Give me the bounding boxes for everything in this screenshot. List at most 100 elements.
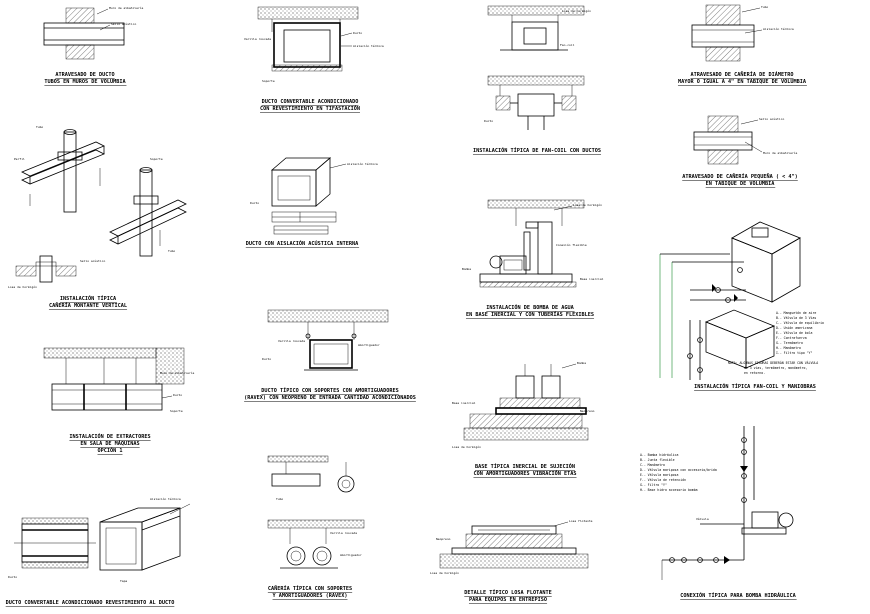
d9-note-2: en retorno. (744, 371, 765, 375)
d2-label-varilla: Varilla roscada (244, 37, 271, 41)
d3-caption-1: INSTALACIÓN TÍPICA DE FAN-COIL CON DUCTO… (473, 146, 601, 154)
detail-pump-connection: Válvula A.- Bomba hidráulica B.- Junta f… (640, 426, 797, 600)
d6-label-aislacion: Aislación térmica (347, 162, 378, 166)
detail-small-pipe-wall-crossing: Sello acústico Muro de albañilería ATRAV… (682, 115, 798, 188)
d10-label-varilla: Varilla roscada (278, 339, 305, 343)
d4-label-tubo: Tubo (761, 5, 768, 9)
d13-label-amortiguador: Amortiguador (340, 553, 362, 557)
d13-caption-1: CAÑERÍA TÍPICA CON SOPORTES (268, 584, 352, 592)
d7-label-perfil: Perfil (14, 157, 25, 161)
d13-label-varilla: Varilla roscada (330, 531, 357, 535)
d1-label-sello: Sello acústico (111, 22, 136, 26)
d10-caption-2: (RAVEX) CON NEOPRENO DE ENTRADA CANTIDAD… (244, 395, 416, 401)
d5-caption-2: EN TABIQUE DE VOLUMBIA (706, 181, 776, 187)
d7-label-tubo-2: Tubo (168, 249, 175, 253)
d9-legend-3: D.- Unión americana (776, 326, 813, 330)
detail-extractors-machine-room: Ducto Muro de albañilería Soporte INSTAL… (43, 347, 195, 455)
d6-caption-1: DUCTO CON AISLACIÓN ACÚSTICA INTERNA (246, 240, 359, 247)
d9-legend-2: C.- Válvula de equilibrio (776, 321, 824, 325)
d8-label-bomba: Bomba (462, 267, 471, 271)
d9-note-1: de 3 vías, termómetro, manómetro, (744, 366, 807, 370)
d10-label-amortiguador: Amortiguador (358, 343, 380, 347)
d11-caption-3: OPCIÓN 1 (98, 447, 123, 454)
d4-caption-1: ATRAVESADO DE CAÑERÍA DE DIÁMETRO (690, 70, 793, 78)
d12-label-losa: Losa de hormigón (452, 445, 481, 449)
d12-caption-1: BASE TÍPICA INERCIAL DE SUJECIÓN (475, 462, 575, 470)
d12-label-neopreno: Neopreno (580, 409, 595, 413)
d11-label-soporte: Soporte (170, 409, 183, 413)
d14-caption-2: PARA EQUIPOS EN ENTREPISO (469, 597, 547, 603)
detail-duct-external-lining: Aislación térmica Ducto Tapa DUCTO CONVE… (5, 497, 191, 607)
d9-legend-1: B.- Válvula de 3 Vías (776, 316, 816, 320)
detail-fancoil-valves: A.- Manguetón de aire B.- Válvula de 3 V… (659, 221, 824, 391)
d12-label-bomba: Bomba (577, 361, 586, 365)
detail-vertical-riser: Tubo Soporte Perfil Tubo Sello acústico … (8, 125, 187, 310)
d7-label-losa: Losa de hormigón (8, 285, 37, 289)
d5-caption-1: ATRAVESADO DE CAÑERÍA PEQUEÑA ( < 4") (682, 172, 798, 180)
d15-legend-3: D.- Válvula mariposa con accesorio/brida (640, 468, 717, 472)
d15-legend-0: A.- Bomba hidráulica (640, 453, 678, 457)
d10-label-ducto: Ducto (262, 357, 271, 361)
d7-label-tubo: Tubo (36, 125, 43, 129)
d9-legend-8: I.- Filtro tipo "Y" (776, 351, 813, 355)
d11-caption-2: EN SALA DE MÁQUINAS (80, 440, 139, 447)
d8-caption-1: INSTALACIÓN DE BOMBA DE AGUA (486, 304, 574, 311)
d7-label-sello: Sello acústico (80, 259, 105, 263)
d4-label-aislacion: Aislación térmica (763, 27, 794, 31)
d16-label-aislacion: Aislación térmica (150, 497, 181, 501)
d12-caption-2: CON AMORTIGUADORES VIBRACIÓN ETAS (473, 470, 576, 477)
d14-label-losa: Losa de hormigón (430, 571, 459, 575)
d15-legend-6: G.- Filtro "Y" (640, 483, 667, 487)
d13-label-tubo: Tubo (276, 497, 283, 501)
d8-label-base: Base inercial (580, 277, 604, 281)
detail-large-pipe-wall-crossing: Tubo Aislación térmica ATRAVESADO DE CAÑ… (677, 4, 807, 86)
d2-label-soporte: Soporte (262, 79, 275, 83)
d8-label-losa: Losa de hormigón (573, 203, 602, 207)
d1-label-muro: Muro de albañilería (109, 6, 144, 10)
d14-caption-1: DETALLE TÍPICO LOSA FLOTANTE (464, 588, 551, 596)
detail-duct-supports-dampers: Varilla roscada Amortiguador Ducto DUCTO… (244, 309, 416, 402)
detail-inertia-base-support: Bomba Neopreno Base inercial Losa de hor… (452, 361, 595, 478)
d1-caption-1: ATRAVESADO DE DUCTO (55, 72, 114, 78)
d15-label-valvula: Válvula (696, 517, 709, 521)
d12-label-base: Base inercial (452, 401, 476, 405)
d16-label-ducto: Ducto (8, 575, 17, 579)
d16-caption-1: DUCTO CONVERTABLE ACONDICIONADO REVESTIM… (6, 600, 175, 606)
d11-label-muro: Muro de albañilería (160, 371, 195, 375)
d11-label-ducto: Ducto (173, 393, 182, 397)
d5-label-sello: Sello acústico (759, 117, 784, 121)
detail-duct-wall-crossing: Muro de albañilería Sello acústico ATRAV… (43, 6, 144, 86)
d1-caption-2: TUBOS EN MUROS DE VOLUMBIA (44, 79, 126, 85)
d15-legend-7: H.- Base hidro accesorio bomba (640, 488, 698, 492)
d7-label-soporte: Soporte (150, 157, 163, 161)
d16-label-tapa: Tapa (120, 579, 127, 583)
d9-note-0: NOTA: ALGUNAS FIGURAS DEBERÁN ESTAR CON … (728, 360, 818, 365)
d4-caption-2: MAYOR O IGUAL A 4" EN TABIQUE DE VOLUMBI… (678, 79, 807, 85)
d8-caption-2: EN BASE INERCIAL Y CON TUBERÍAS FLEXIBLE… (466, 310, 594, 318)
d9-legend-7: H.- Manómetro (776, 346, 801, 350)
d6-label-ducto: Ducto (250, 201, 259, 205)
detail-pump-inertia-base: Losa de hormigón Conexión flexible Bomba… (462, 199, 604, 319)
d3-label-losa: Losa de hormigón (562, 9, 591, 13)
d11-caption-1: INSTALACIÓN DE EXTRACTORES (69, 433, 150, 440)
d9-legend-4: E.- Válvula de bola (776, 331, 813, 335)
d14-label-losa-flotante: Losa flotante (569, 519, 593, 523)
d3-label-ducto: Ducto (484, 119, 493, 123)
detail-floating-slab: Losa flotante Neopreno Losa de hormigón … (430, 519, 593, 604)
d2-caption-1: DUCTO CONVERTABLE ACONDICIONADO (262, 99, 359, 105)
d9-caption-1: INSTALACIÓN TÍPICA FAN-COIL Y MANIOBRAS (694, 382, 816, 390)
detail-pipe-supports: Varilla roscada Amortiguador Tubo CAÑERÍ… (267, 455, 365, 600)
d9-legend-6: G.- Termómetro (776, 341, 803, 345)
d15-legend-2: C.- Manómetro (640, 463, 665, 467)
d15-legend-4: E.- Válvula mariposa (640, 473, 678, 477)
d10-caption-1: DUCTO TÍPICO CON SOPORTES CON AMORTIGUAD… (261, 386, 398, 394)
d5-label-muro: Muro de albañilería (763, 151, 798, 155)
d14-label-neopreno: Neopreno (436, 537, 451, 541)
d7-caption-2: CAÑERÍA MONTANTE VERTICAL (49, 301, 127, 309)
detail-fancoil-with-ducts: Losa de hormigón Fan-coil Ducto INSTALAC… (472, 5, 602, 155)
detail-insulated-duct: Ducto Aislación térmica Varilla roscada … (244, 6, 384, 113)
d15-legend-5: F.- Válvula de retención (640, 478, 686, 482)
d2-label-aislacion: Aislación térmica (353, 44, 384, 48)
d9-legend-5: F.- Contrafuerza (776, 336, 807, 340)
